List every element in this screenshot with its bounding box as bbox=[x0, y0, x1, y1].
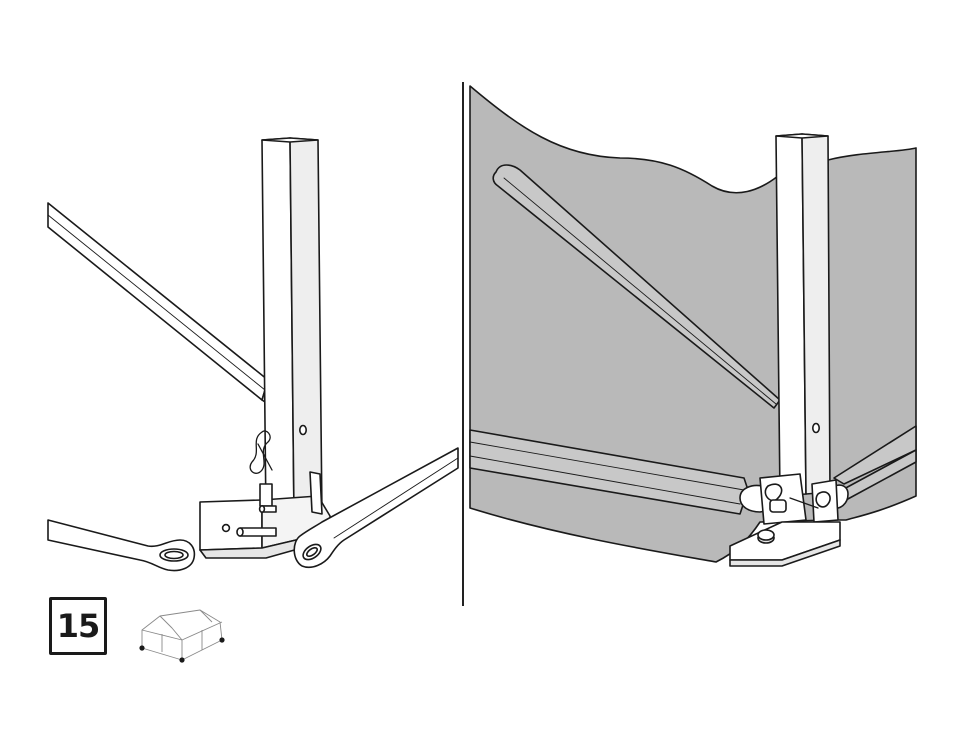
step-number: 15 bbox=[57, 610, 100, 642]
step-number-box: 15 bbox=[49, 597, 107, 655]
right-panel bbox=[470, 86, 916, 566]
right-vertical-post bbox=[776, 134, 830, 496]
tent-corners-icon bbox=[139, 610, 224, 663]
left-panel bbox=[48, 138, 458, 571]
bolt-hole-icon bbox=[813, 424, 819, 433]
left-ground-bar bbox=[48, 520, 194, 571]
bracket-hole-icon bbox=[223, 525, 230, 532]
corner-clips bbox=[760, 474, 838, 524]
bolt-hole-icon bbox=[300, 426, 306, 435]
vertical-post bbox=[262, 138, 322, 518]
diagonal-bar bbox=[48, 203, 274, 404]
